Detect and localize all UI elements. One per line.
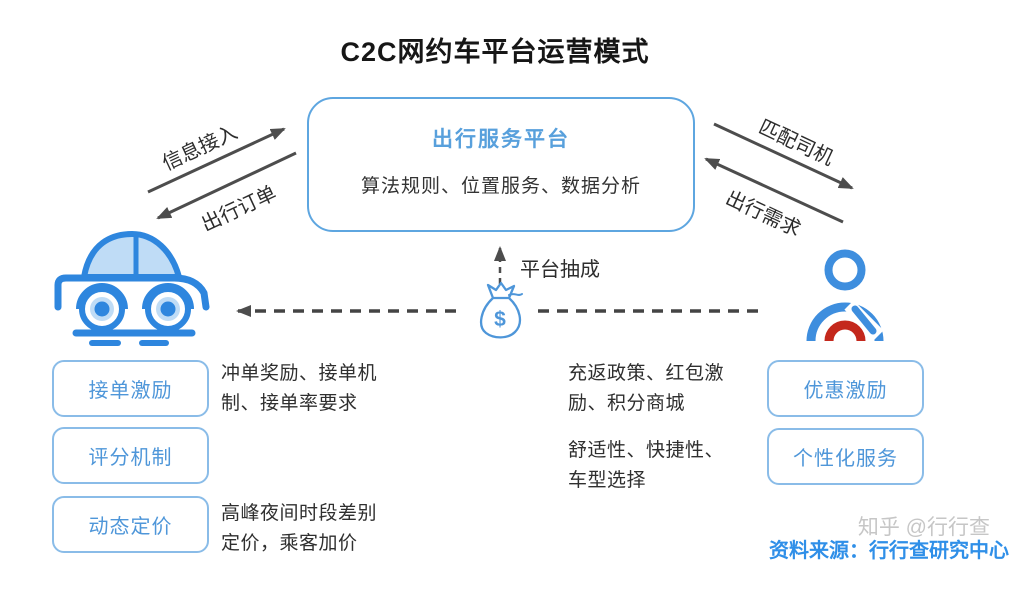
platform-title: 出行服务平台 xyxy=(432,128,570,151)
dollar-symbol: $ xyxy=(494,308,506,331)
passenger-note-incentive: 充返政策、红包激 励、积分商城 xyxy=(568,359,724,419)
passenger-note-service: 舒适性、快捷性、 车型选择 xyxy=(568,436,724,496)
passenger-icon xyxy=(806,249,884,342)
note-line: 励、积分商城 xyxy=(568,393,686,414)
car-icon xyxy=(54,231,210,346)
arrow-match-driver xyxy=(713,122,854,190)
passenger-pill-personalized-service: 个性化服务 xyxy=(767,428,924,485)
arrow-trip-orders xyxy=(156,151,297,220)
label-platform-commission: 平台抽成 xyxy=(520,259,600,281)
note-line: 充返政策、红包激 xyxy=(568,363,725,384)
pill-label: 接单激励 xyxy=(88,380,173,402)
page-title: C2C网约车平台运营模式 xyxy=(340,37,650,67)
note-line: 舒适性、快捷性、 xyxy=(568,440,725,461)
note-line: 制、接单率要求 xyxy=(221,393,358,414)
arrow-trip-demand xyxy=(704,157,844,224)
pill-label: 个性化服务 xyxy=(793,448,898,470)
note-line: 定价，乘客加价 xyxy=(221,533,358,554)
driver-pill-rating-mechanism: 评分机制 xyxy=(52,427,209,484)
driver-pill-accept-incentive: 接单激励 xyxy=(52,360,209,417)
pill-label: 优惠激励 xyxy=(803,380,888,402)
money-bag-icon: $ xyxy=(479,281,523,339)
note-line: 冲单奖励、接单机 xyxy=(221,363,378,384)
note-line: 车型选择 xyxy=(568,470,647,491)
platform-box: 出行服务平台 算法规则、位置服务、数据分析 xyxy=(307,97,695,232)
arrow-info-access xyxy=(147,127,286,194)
driver-note-accept: 冲单奖励、接单机 制、接单率要求 xyxy=(221,359,377,419)
passenger-pill-discount-incentive: 优惠激励 xyxy=(767,360,924,417)
pill-label: 评分机制 xyxy=(88,447,173,469)
platform-subtitle: 算法规则、位置服务、数据分析 xyxy=(360,176,641,197)
watermark: 知乎 @行行查 xyxy=(857,516,990,539)
driver-note-pricing: 高峰夜间时段差别 定价，乘客加价 xyxy=(221,499,377,559)
note-line: 高峰夜间时段差别 xyxy=(221,503,378,524)
source-label: 资料来源：行行查研究中心 xyxy=(769,540,1009,562)
driver-pill-dynamic-pricing: 动态定价 xyxy=(52,496,209,553)
pill-label: 动态定价 xyxy=(88,516,173,538)
